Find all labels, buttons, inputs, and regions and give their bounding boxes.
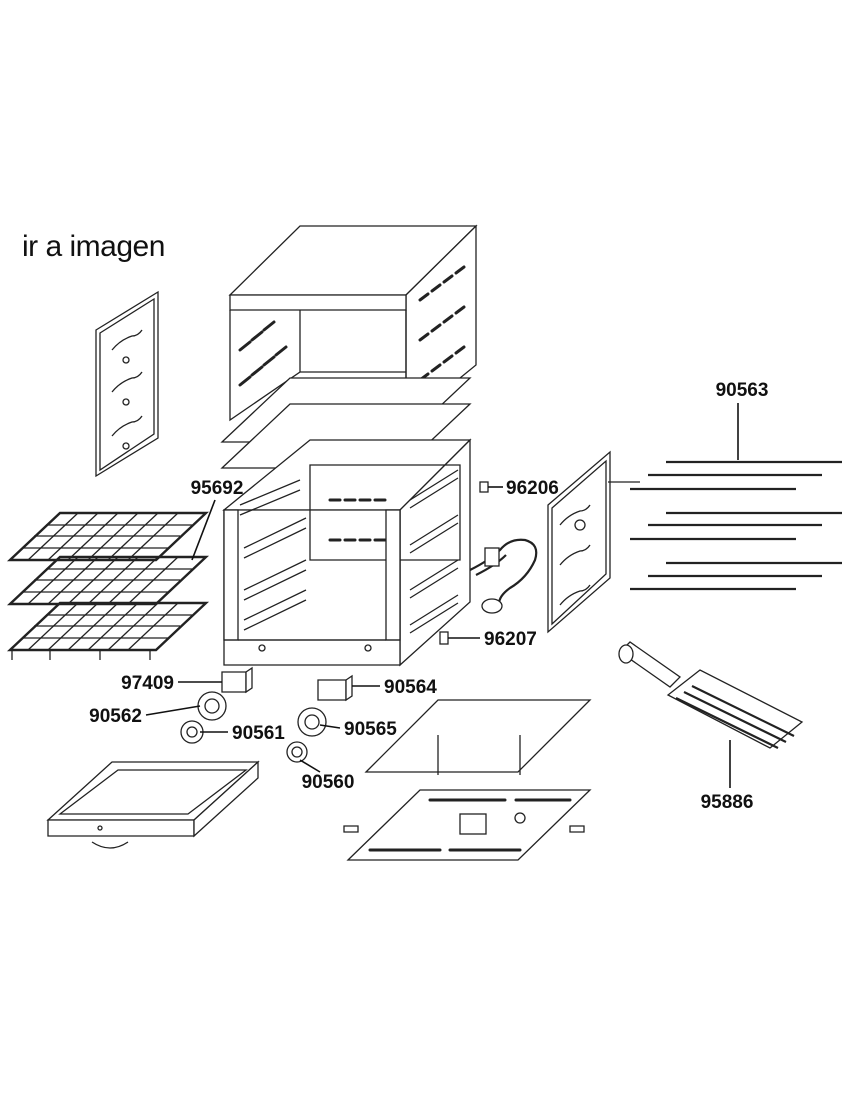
part-label-97409: 97409: [121, 673, 174, 694]
wire-racks: [6, 511, 210, 660]
right-side-panel: [547, 450, 611, 634]
oven-body: [222, 438, 472, 667]
ir-a-imagen-link[interactable]: ir a imagen: [22, 230, 165, 263]
part-label-90561: 90561: [232, 723, 285, 744]
left-side-panel: [95, 290, 159, 478]
base-assembly: [343, 699, 592, 861]
part-label-95886: 95886: [701, 792, 754, 813]
part-label-95692: 95692: [191, 478, 244, 499]
leader-lines: [145, 403, 739, 788]
rotisserie-tray: [618, 641, 804, 749]
control-knobs: [180, 691, 327, 763]
part-label-96206: 96206: [506, 478, 559, 499]
part-label-90565: 90565: [344, 719, 397, 740]
power-cord: [469, 538, 538, 614]
part-label-96207: 96207: [484, 629, 537, 650]
control-switches: [221, 666, 353, 702]
part-label-90563: 90563: [716, 380, 769, 401]
part-labels: 90563 95692 96206 96207 97409 90564 9056…: [89, 380, 768, 813]
heating-rods: [608, 460, 842, 591]
top-housing: [228, 224, 478, 424]
part-label-90562: 90562: [89, 706, 142, 727]
part-label-90560: 90560: [302, 772, 355, 793]
part-label-90564: 90564: [384, 677, 437, 698]
drip-tray: [46, 760, 260, 849]
